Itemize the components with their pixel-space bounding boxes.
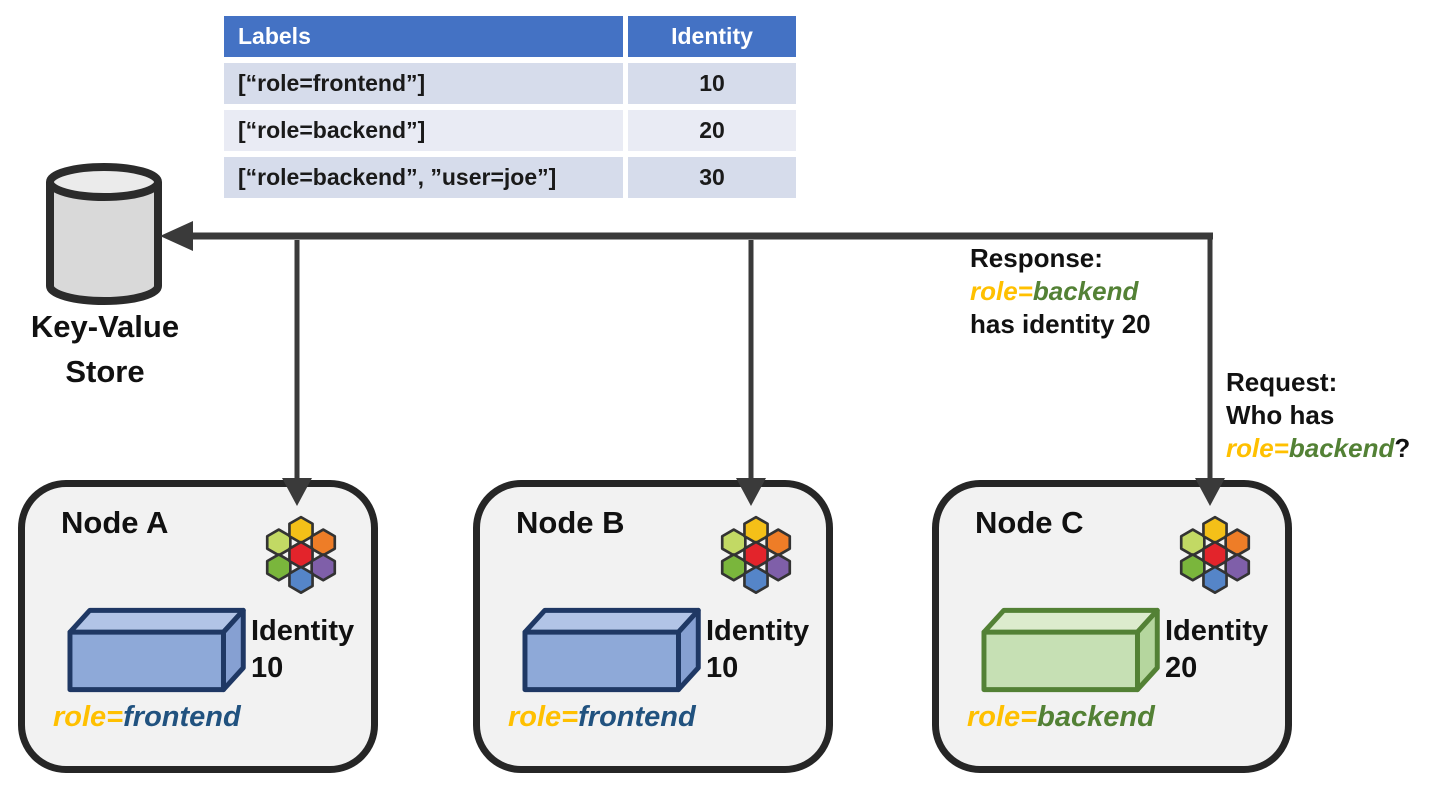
table-row: [“role=backend”] 20 (224, 110, 796, 151)
role-key: role= (508, 701, 579, 733)
identity-table: Labels Identity [“role=frontend”] 10 [“r… (224, 16, 796, 204)
node-b-box: Node B Identity 10 role=frontend (473, 480, 833, 773)
hex-cluster-icon (1175, 511, 1255, 597)
row-identity: 10 (628, 63, 796, 104)
store-label-line1: Key-Value (30, 309, 180, 344)
identity-value: 20 (1165, 652, 1198, 684)
identity-value: 10 (251, 652, 284, 684)
node-b-title: Node B (516, 505, 625, 540)
node-a-identity: Identity 10 (251, 613, 354, 687)
node-a-title: Node A (61, 505, 169, 540)
key-value-store-label: Key-Value Store (0, 304, 210, 394)
database-cylinder-icon (42, 158, 166, 310)
table-row: [“role=backend”, ”user=joe”] 30 (224, 157, 796, 198)
hex-cluster-icon (261, 511, 341, 597)
store-label-line2: Store (65, 354, 145, 389)
role-key: role= (53, 701, 124, 733)
table-row: [“role=frontend”] 10 (224, 63, 796, 104)
node-b-role-label: role=frontend (508, 701, 696, 734)
request-role-key: role= (1226, 433, 1289, 463)
node-c-role-label: role=backend (967, 701, 1155, 734)
request-title: Request: (1226, 367, 1338, 397)
identity-label: Identity (1165, 615, 1269, 647)
identity-table-header: Labels Identity (224, 16, 796, 57)
response-role-line: role=backend (970, 275, 1151, 308)
node-c-identity: Identity 20 (1165, 613, 1268, 687)
request-question-mark: ? (1394, 433, 1411, 463)
node-a-role-label: role=frontend (53, 701, 241, 734)
response-role-key: role= (970, 276, 1033, 306)
row-identity: 20 (628, 110, 796, 151)
request-role-value: backend (1288, 433, 1395, 463)
node-a-box: Node A Identity 10 role=frontend (18, 480, 378, 773)
row-labels: [“role=backend”, ”user=joe”] (224, 157, 623, 198)
request-line2: Who has (1226, 400, 1335, 430)
response-detail: has identity 20 (970, 309, 1151, 339)
identity-cube-green-icon (981, 605, 1185, 695)
identity-cube-blue-icon (67, 605, 271, 695)
role-value: frontend (123, 701, 241, 733)
node-b-identity: Identity 10 (706, 613, 809, 687)
identity-value: 10 (706, 652, 739, 684)
request-annotation: Request: Who has role=backend? (1226, 366, 1410, 465)
response-role-value: backend (1032, 276, 1139, 306)
row-labels: [“role=frontend”] (224, 63, 623, 104)
role-value: backend (1037, 701, 1155, 733)
response-annotation: Response: role=backend has identity 20 (970, 242, 1151, 341)
node-c-box: Node C Identity 20 role=backend (932, 480, 1292, 773)
role-value: frontend (578, 701, 696, 733)
node-c-title: Node C (975, 505, 1084, 540)
role-key: role= (967, 701, 1038, 733)
hex-cluster-icon (716, 511, 796, 597)
identity-cube-blue-icon (522, 605, 726, 695)
header-identity: Identity (628, 16, 796, 57)
header-labels: Labels (224, 16, 623, 57)
response-title: Response: (970, 243, 1103, 273)
identity-label: Identity (706, 615, 810, 647)
row-identity: 30 (628, 157, 796, 198)
request-role-line: role=backend? (1226, 432, 1410, 465)
row-labels: [“role=backend”] (224, 110, 623, 151)
identity-label: Identity (251, 615, 355, 647)
